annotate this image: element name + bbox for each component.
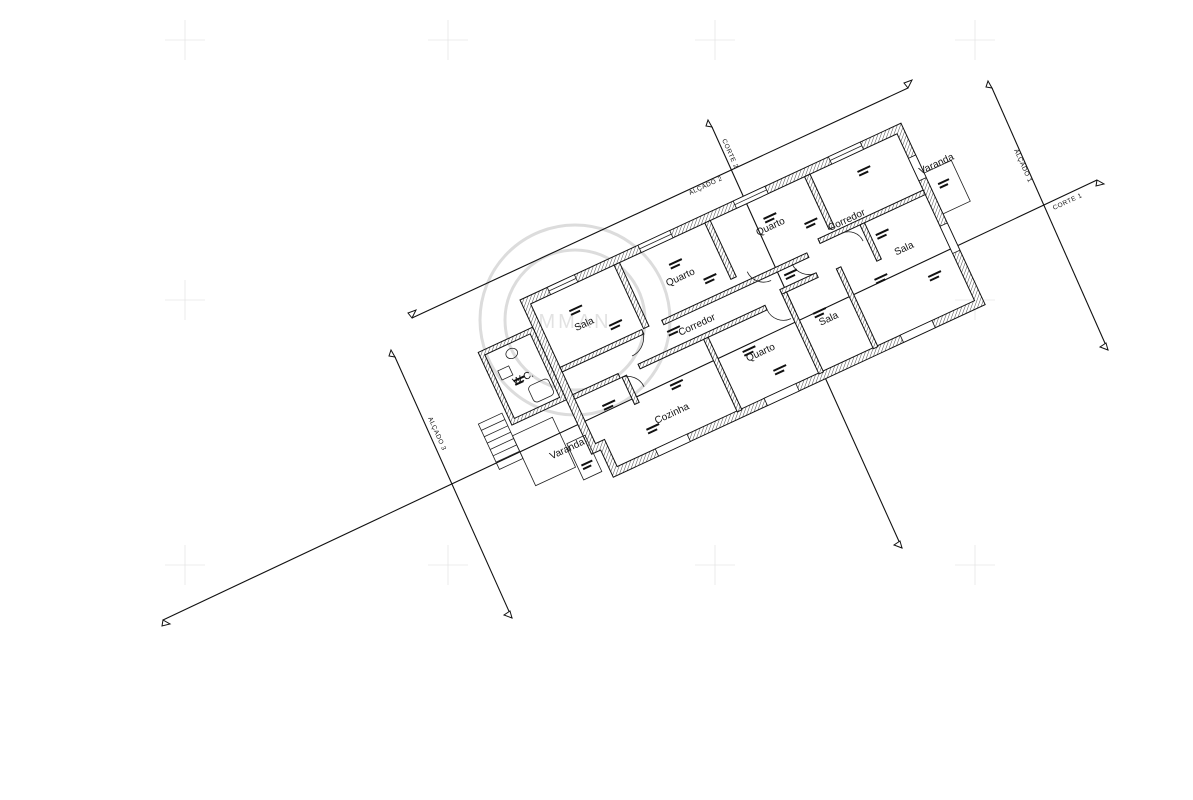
apartment-plan: Sala Quarto Quarto W.C. Corredor Corredo…: [477, 122, 986, 487]
corte-2-label: CORTE 2: [720, 138, 739, 170]
svg-text:MMAN: MMAN: [538, 311, 611, 333]
registration-marks: [165, 20, 995, 585]
varanda-w-outline: [511, 416, 603, 487]
alcado-1-arrow-s: [1098, 342, 1109, 351]
outer-wall: [519, 122, 986, 478]
alcado-1-arrow-n: [985, 79, 993, 89]
corte-1-arrow-e: [1095, 179, 1106, 187]
alcado-2-arrow-w: [407, 309, 418, 319]
room-label-sala-mid: Sala: [817, 310, 840, 329]
varanda-e-outline: [923, 159, 971, 215]
room-label-varanda-e: Varanda: [918, 151, 957, 177]
room-label-cozinha: Cozinha: [653, 401, 691, 427]
corte-1-label: CORTE 1: [1052, 192, 1084, 212]
room-label-sala-e: Sala: [893, 240, 916, 259]
section-lines: ALÇADO 2 ALÇADO 1 ALÇADO 3 CORTE 1 CORTE…: [161, 79, 1109, 627]
level-annotations: [513, 165, 950, 471]
room-label-quarto-n1: Quarto: [664, 266, 697, 289]
alcado-2-arrow-e: [903, 79, 914, 89]
partition-walls: [559, 173, 926, 413]
room-label-varanda-w: Varanda: [548, 436, 587, 462]
door-swings: [620, 231, 864, 388]
alcado-1-label: ALÇADO 1: [1012, 148, 1033, 184]
alcado-3-arrow-s: [502, 610, 513, 619]
corte-2-arrow-s: [892, 540, 903, 549]
room-label-quarto-s: Quarto: [745, 341, 778, 364]
windows: [546, 141, 961, 457]
alcado-3-arrow-n: [388, 348, 396, 358]
wc-annex: [477, 326, 567, 426]
corte-2-arrow-n: [705, 118, 713, 128]
corte-1-arrow-w: [161, 619, 172, 627]
alcado-2-label: ALÇADO 2: [688, 175, 724, 197]
